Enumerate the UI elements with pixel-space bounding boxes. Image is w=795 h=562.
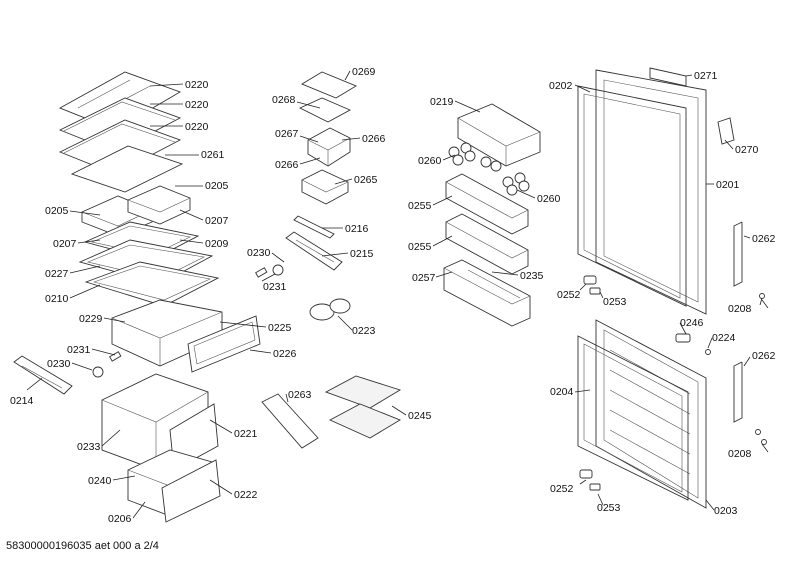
roller-0230-mid [255, 264, 284, 278]
label-0252-lower: 0252 [550, 483, 574, 495]
label-0207-right: 0207 [205, 215, 229, 227]
lower-gasket-0204 [577, 335, 689, 501]
hinge-cover-0270 [717, 117, 735, 145]
label-0253-lower: 0253 [597, 502, 621, 514]
drawing-reference-footer: 58300000196035 aet 000 a 2/4 [6, 540, 159, 552]
label-0266-right: 0266 [362, 133, 386, 145]
screw-0208b [755, 429, 767, 445]
label-0205-left: 0205 [45, 205, 69, 217]
label-0246: 0246 [680, 317, 704, 329]
label-0206: 0206 [108, 513, 132, 525]
label-0210: 0210 [45, 293, 69, 305]
label-0269: 0269 [352, 66, 376, 78]
label-0231-mid: 0231 [263, 281, 287, 293]
label-0208-upper: 0208 [728, 303, 752, 315]
strip-0216 [293, 215, 335, 239]
label-0271 [649, 67, 687, 87]
upper-gasket-0202 [577, 85, 687, 307]
label-0263: 0263 [288, 389, 312, 401]
label-0221: 0221 [234, 428, 258, 440]
clip-0223 [309, 298, 351, 321]
screw-0224 [705, 349, 711, 355]
label-0257: 0257 [412, 272, 436, 284]
label-0225: 0225 [268, 322, 292, 334]
label-0267: 0267 [275, 128, 299, 140]
label-0240: 0240 [88, 475, 112, 487]
roller-0230 [92, 351, 122, 378]
label-0220-a: 0220 [185, 79, 209, 91]
part-labels: 0220 0220 0220 0261 0205 0205 0207 0207 … [10, 66, 776, 525]
label-0207-left: 0207 [53, 238, 77, 250]
door-bin-0257 [443, 259, 531, 327]
label-0255-upper: 0255 [408, 200, 432, 212]
part-0246 [675, 333, 691, 343]
label-0271: 0271 [694, 70, 718, 82]
tray-0265 [301, 169, 349, 205]
label-0209: 0209 [205, 238, 229, 250]
label-0231-left: 0231 [67, 344, 91, 356]
label-0205-right: 0205 [205, 180, 229, 192]
label-0227: 0227 [45, 268, 69, 280]
label-0268: 0268 [272, 94, 296, 106]
label-0266-left: 0266 [275, 159, 299, 171]
label-0208-lower: 0208 [728, 448, 752, 460]
leader-lines [26, 70, 769, 519]
label-0245: 0245 [408, 410, 432, 422]
label-0216: 0216 [345, 223, 369, 235]
label-0265: 0265 [354, 174, 378, 186]
label-0226: 0226 [273, 348, 297, 360]
label-0223: 0223 [352, 325, 376, 337]
egg-holder-0260b [502, 172, 530, 196]
door-bin-0255a [445, 173, 529, 235]
upper-door-0201 [595, 69, 707, 315]
butter-compartment-0267 [307, 127, 351, 167]
door-bin-0255b [445, 213, 529, 275]
label-0230-left: 0230 [47, 358, 71, 370]
rail-0215 [285, 231, 343, 271]
label-0220-c: 0220 [185, 121, 209, 133]
label-0261: 0261 [201, 149, 225, 161]
label-0235: 0235 [520, 270, 544, 282]
label-0203: 0203 [714, 505, 738, 517]
panel-0263 [261, 393, 319, 449]
label-0270: 0270 [735, 144, 759, 156]
label-0260-left: 0260 [418, 155, 442, 167]
label-0262-upper: 0262 [752, 233, 776, 245]
label-0230-mid: 0230 [247, 247, 271, 259]
fruit-bin-right [127, 185, 191, 225]
label-0224: 0224 [712, 332, 736, 344]
crisper-front-0226 [187, 315, 261, 373]
egg-tray-0269 [301, 71, 357, 99]
panel-0268 [298, 97, 352, 123]
egg-holder-0260a [448, 142, 502, 172]
hinge-0252a [583, 275, 601, 295]
label-0214: 0214 [10, 395, 34, 407]
label-0222: 0222 [234, 489, 258, 501]
hinge-0252b [579, 469, 601, 491]
lower-door-0203 [595, 319, 707, 509]
label-0204: 0204 [550, 386, 574, 398]
handle-0262b [733, 361, 743, 423]
ice-tray-0245 [324, 375, 402, 439]
label-0260-right: 0260 [537, 193, 561, 205]
shelf-cover-panel [70, 145, 184, 193]
label-0233: 0233 [77, 441, 101, 453]
label-0255-lower: 0255 [408, 241, 432, 253]
screw-0208a [759, 293, 765, 306]
label-0202: 0202 [549, 80, 573, 92]
shelf-frame-0210 [84, 261, 220, 307]
label-0252-upper: 0252 [557, 289, 581, 301]
label-0229: 0229 [79, 313, 103, 325]
freezer-front-0222 [161, 459, 221, 523]
label-0219: 0219 [430, 96, 454, 108]
label-0262-lower: 0262 [752, 350, 776, 362]
door-bin-0219 [457, 103, 541, 167]
label-0253-upper: 0253 [603, 296, 627, 308]
drawer-rail-0214 [13, 355, 73, 395]
label-0201: 0201 [716, 179, 740, 191]
handle-0262a [733, 221, 743, 287]
label-0215: 0215 [350, 248, 374, 260]
label-0220-b: 0220 [185, 99, 209, 111]
